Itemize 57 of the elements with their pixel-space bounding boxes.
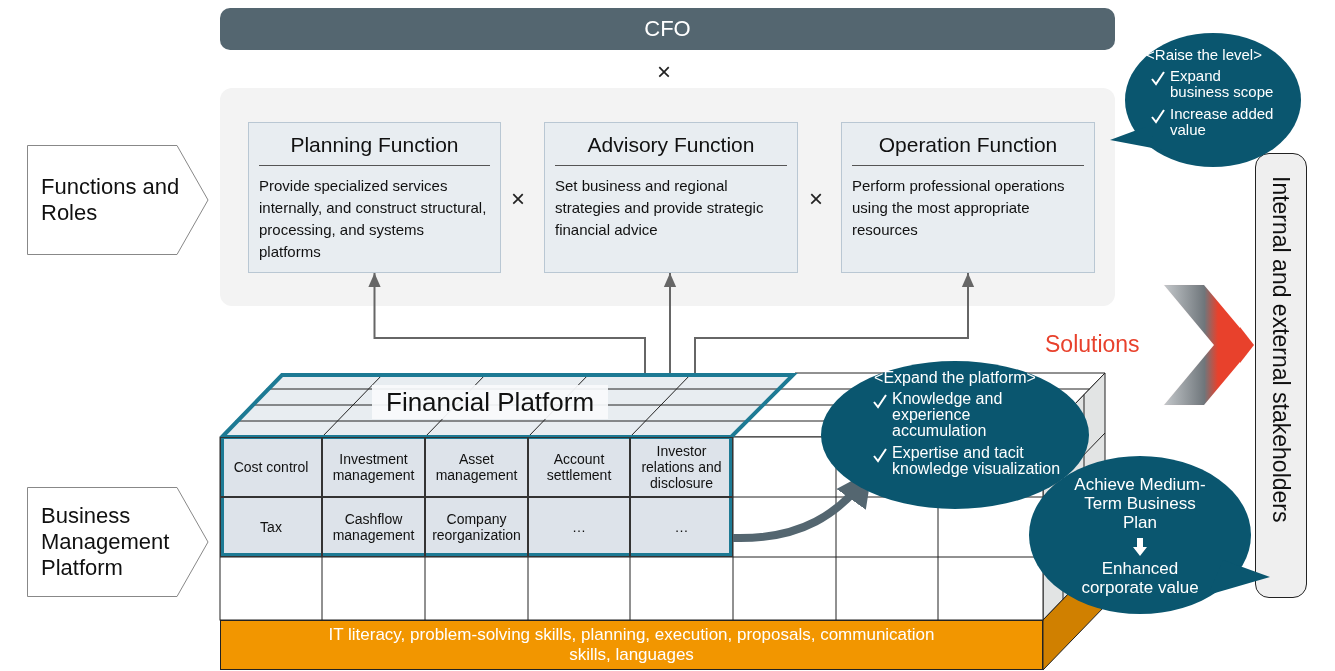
- bubble-text: Knowledge and experience accumulation: [892, 391, 1004, 439]
- arrow: [694, 272, 975, 374]
- bubble-text: Achieve Medium-Term Business Plan: [1073, 475, 1207, 532]
- card-text: Provide specialized services internally, and construct structural, processing, and systems platforms: [259, 176, 488, 262]
- title-bar: [220, 8, 1115, 50]
- platform-title: Financial Platform: [372, 385, 609, 419]
- card-text: Set business and regional strategies and provide strategic financial advice: [555, 176, 765, 240]
- card-title: Operation Function: [877, 133, 1059, 157]
- bubble-text: Expertise and tacit knowledge visualization: [892, 445, 1062, 477]
- card-text: Perform professional operations using the most appropriate resources: [852, 176, 1066, 240]
- times-sign: ×: [511, 185, 525, 213]
- table-cell: [528, 497, 630, 557]
- pentagon-arrow: [27, 145, 209, 255]
- row-heading: Business Management Platform: [41, 503, 171, 581]
- pentagon-arrow: [27, 487, 209, 597]
- panel-background: [220, 88, 1115, 306]
- cell-text: Tax: [260, 519, 282, 535]
- table-cell: [528, 437, 630, 497]
- cell-text: Account settlement: [545, 451, 613, 483]
- table-cell: [630, 497, 733, 557]
- cell-text: Cashflow management: [331, 511, 416, 543]
- times-sign: ×: [809, 185, 823, 213]
- stakeholder-box: [1255, 153, 1307, 598]
- function-card: [544, 122, 798, 273]
- arrow: [368, 272, 646, 374]
- table-cell: [630, 437, 733, 497]
- bubble-heading: <Expand the platform>: [873, 369, 1037, 387]
- bar-text: IT literacy, problem-solving skills, planning, execution, proposals, communication skills, languages: [327, 625, 936, 665]
- cell-text: Investment management: [331, 451, 416, 483]
- bubble-text: Increase added value: [1170, 106, 1275, 138]
- table-cell: [220, 497, 322, 557]
- bubble-text: Expand business scope: [1170, 68, 1275, 100]
- row-heading: Functions and Roles: [41, 174, 181, 226]
- times-sign: ×: [657, 58, 671, 86]
- bubble-heading: <Raise the level>: [1145, 46, 1263, 63]
- table-cell: [425, 497, 528, 557]
- box-text: Internal and external stakeholders: [1267, 176, 1294, 523]
- cell-text: Company reorganization: [431, 511, 522, 543]
- edge-label: Solutions: [1045, 331, 1140, 358]
- arrow: [663, 272, 677, 374]
- table-cell: [322, 437, 425, 497]
- chevron-arrow: [1161, 284, 1255, 406]
- cell-text: Investor relations and disclosure: [640, 443, 723, 491]
- table-cell: [220, 437, 322, 497]
- skills-bar: [220, 620, 1043, 670]
- cell-text: …: [572, 519, 586, 535]
- cell-text: Cost control: [233, 459, 309, 475]
- cell-text: …: [674, 519, 689, 535]
- function-card: [841, 122, 1095, 273]
- bar-title: CFO: [643, 16, 692, 42]
- card-title: Planning Function: [289, 133, 460, 157]
- bubble-text: Enhanced corporate value: [1080, 559, 1200, 597]
- table-cell: [425, 437, 528, 497]
- table-cell: [322, 497, 425, 557]
- card-title: Advisory Function: [586, 133, 756, 157]
- function-card: [248, 122, 501, 273]
- cell-text: Asset management: [434, 451, 519, 483]
